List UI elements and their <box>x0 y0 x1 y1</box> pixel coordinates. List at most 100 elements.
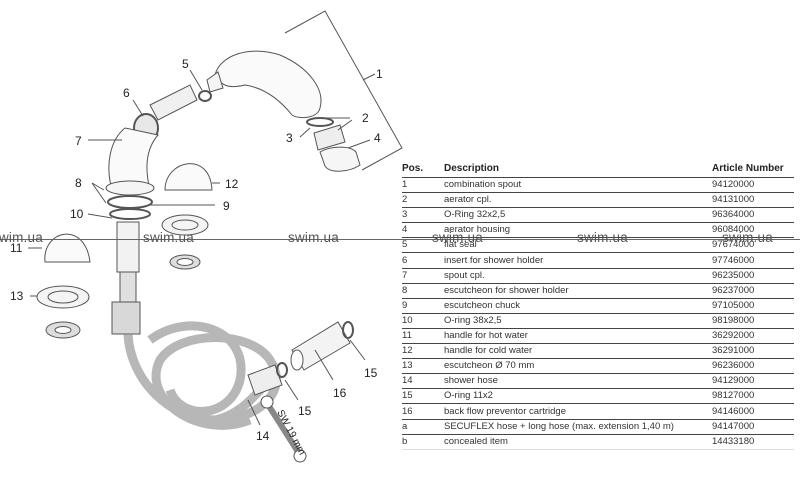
flat-seal <box>198 90 212 102</box>
callout-2: 2 <box>362 111 369 125</box>
callout-9: 9 <box>223 199 230 213</box>
hose-connector <box>247 364 283 396</box>
handle-cold <box>164 163 213 191</box>
header-description: Description <box>444 162 712 178</box>
cell-pos: 1 <box>402 177 444 194</box>
cell-pos: b <box>402 434 444 450</box>
cell-article-number: 96237000 <box>712 283 794 299</box>
cell-pos: 12 <box>402 343 444 360</box>
cell-description: SECUFLEX hose + long hose (max. extensio… <box>444 419 712 435</box>
cell-description: shower hose <box>444 373 712 390</box>
cell-article-number: 97746000 <box>712 252 794 269</box>
cell-pos: 3 <box>402 207 444 224</box>
cell-pos: 13 <box>402 358 444 375</box>
cell-pos: 14 <box>402 373 444 390</box>
cell-pos: 2 <box>402 192 444 209</box>
cell-article-number: 14433180 <box>712 434 794 450</box>
callout-4: 4 <box>374 131 381 145</box>
cell-pos: 9 <box>402 298 444 314</box>
callout-6: 6 <box>123 86 130 100</box>
cell-description: O-ring 11x2 <box>444 388 712 405</box>
callout-15a: 15 <box>298 404 312 418</box>
exploded-parts-diagram: 1 2 3 4 5 6 7 8 9 10 11 12 13 14 15 15 1… <box>10 10 403 463</box>
hose-sleeve <box>111 301 141 335</box>
header-pos: Pos. <box>402 162 444 178</box>
watermark-line <box>0 239 800 240</box>
escutcheon-holder <box>105 180 155 196</box>
cell-article-number: 94120000 <box>712 177 794 194</box>
cell-article-number: 96084000 <box>712 222 794 239</box>
cell-article-number: 94131000 <box>712 192 794 209</box>
cell-pos: 15 <box>402 388 444 405</box>
callout-8: 8 <box>75 176 82 190</box>
header-article-number: Article Number <box>712 162 794 178</box>
cell-description: escutcheon for shower holder <box>444 283 712 299</box>
spout-body <box>214 50 322 119</box>
cell-pos: 10 <box>402 313 444 329</box>
cell-article-number: 96364000 <box>712 207 794 224</box>
escutcheon-right-1 <box>161 214 209 236</box>
cell-article-number: 94147000 <box>712 419 794 435</box>
table-header-row: Pos. Description Article Number <box>402 162 794 178</box>
cell-pos: 5 <box>402 237 444 254</box>
callout-7: 7 <box>75 134 82 148</box>
cell-article-number: 96235000 <box>712 268 794 284</box>
cell-pos: 16 <box>402 403 444 420</box>
cell-pos: 11 <box>402 328 444 345</box>
cell-description: handle for hot water <box>444 328 712 345</box>
watermark-text: swim.ua <box>722 230 773 245</box>
cell-description: O-ring 38x2,5 <box>444 313 712 329</box>
cell-article-number: 36292000 <box>712 328 794 345</box>
cell-pos: 7 <box>402 268 444 284</box>
cell-description: escutcheon chuck <box>444 298 712 314</box>
watermark-text: swim.ua <box>577 230 628 245</box>
callout-11: 11 <box>10 241 23 255</box>
cell-article-number: 97105000 <box>712 298 794 314</box>
cell-pos: a <box>402 419 444 435</box>
callout-16: 16 <box>333 386 347 400</box>
aerator <box>313 124 346 151</box>
callout-13: 13 <box>10 289 24 303</box>
watermark-text: swim.ua <box>0 230 43 245</box>
watermark-band: swim.uaswim.uaswim.uaswim.uaswim.uaswim.… <box>0 230 800 246</box>
cell-article-number: 36291000 <box>712 343 794 360</box>
cell-description: aerator cpl. <box>444 192 712 209</box>
cell-description: concealed item <box>444 434 712 450</box>
cell-article-number: 96236000 <box>712 358 794 375</box>
cell-description: escutcheon Ø 70 mm <box>444 358 712 375</box>
escutcheon-70 <box>36 285 90 309</box>
cell-article-number: 98127000 <box>712 388 794 405</box>
callout-12: 12 <box>225 177 239 191</box>
callout-15b: 15 <box>364 366 378 380</box>
wrench-icon <box>264 401 303 457</box>
cell-article-number: 94146000 <box>712 403 794 420</box>
cell-pos: 6 <box>402 252 444 269</box>
cell-description: insert for shower holder <box>444 252 712 269</box>
cell-description: O-Ring 32x2,5 <box>444 207 712 224</box>
cell-description: back flow preventor cartridge <box>444 403 712 420</box>
cell-description: combination spout <box>444 177 712 194</box>
o-ring-3 <box>306 117 334 127</box>
callout-5: 5 <box>182 57 189 71</box>
cell-article-number: 97674000 <box>712 237 794 254</box>
watermark-text: swim.ua <box>288 230 339 245</box>
cell-description: handle for cold water <box>444 343 712 360</box>
cell-article-number: 98198000 <box>712 313 794 329</box>
cell-description: spout cpl. <box>444 268 712 284</box>
shower-insert <box>149 84 198 121</box>
cell-description: aerator housing <box>444 222 712 239</box>
